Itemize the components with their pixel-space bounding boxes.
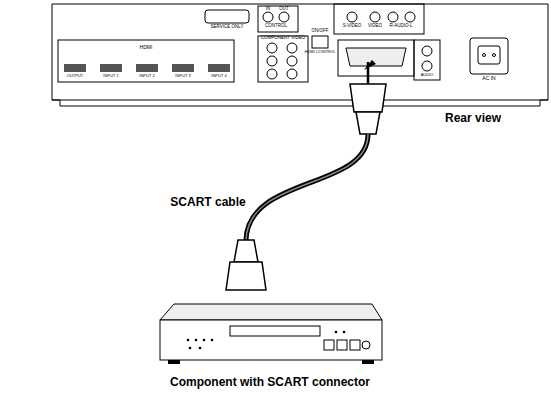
- port-label: HDMI: [140, 45, 153, 50]
- caption-label: SCART cable: [170, 196, 245, 208]
- port-label: R-AUDIO-L: [389, 24, 412, 29]
- port-label: OUT: [279, 7, 289, 12]
- caption-label: Component with SCART connector: [170, 376, 370, 388]
- port-label: IN: [266, 7, 271, 12]
- port-label: ON/OFF: [312, 29, 329, 34]
- port-label: INPUT 2: [139, 74, 154, 78]
- port-label: SERVICE ONLY: [211, 25, 244, 30]
- port-label: INPUT 4: [211, 74, 226, 78]
- caption-label: Rear view: [445, 112, 501, 124]
- port-label: HDMI CONTROL: [305, 50, 336, 54]
- port-label: INPUT 3: [175, 74, 190, 78]
- port-label: AC IN: [482, 76, 495, 81]
- port-label: S-VIDEO: [343, 24, 362, 29]
- port-label: OUTPUT: [67, 74, 83, 78]
- port-label: VIDEO: [368, 24, 382, 29]
- port-label: COMPONENT VIDEO: [261, 36, 305, 41]
- port-label: INPUT 1: [103, 74, 118, 78]
- port-label: CONTROL: [265, 24, 287, 29]
- port-label: AUDIO: [421, 73, 434, 77]
